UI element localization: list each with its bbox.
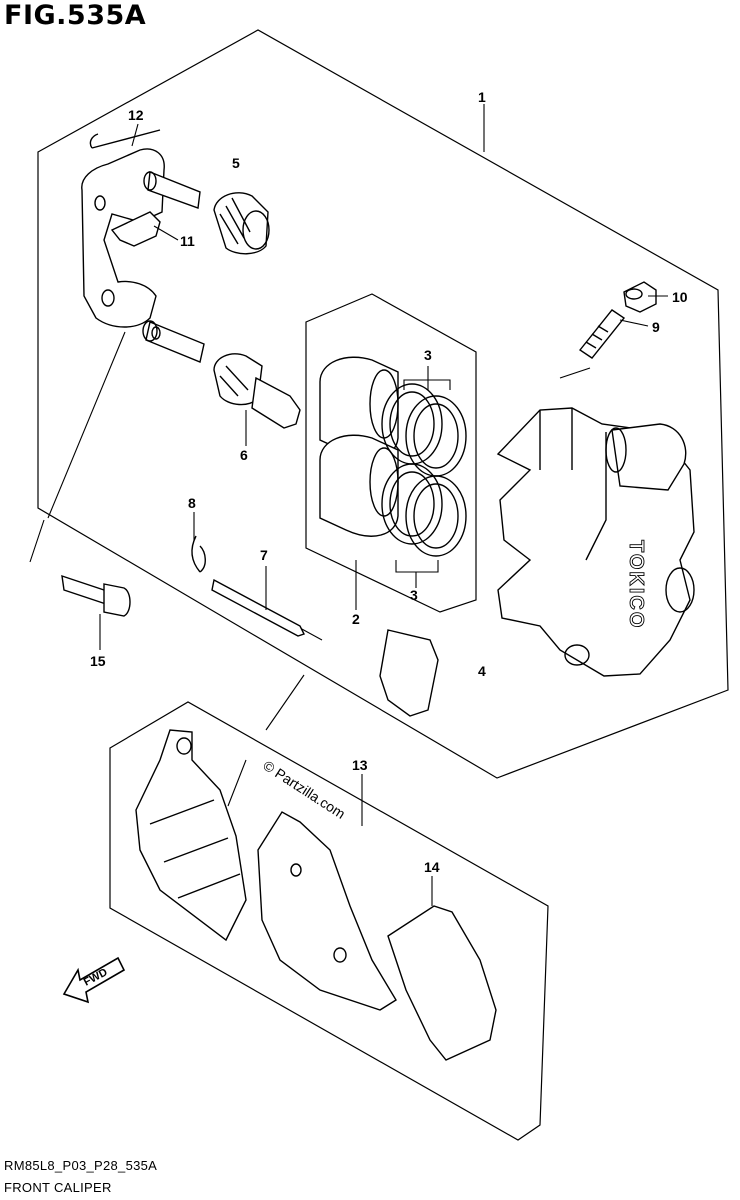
leader-9 [619,319,649,327]
leader-line-bleeder [559,367,591,379]
callout-12: 12 [128,107,144,123]
leader-11 [153,225,179,241]
callout-3-lower: 3 [410,587,418,603]
pad-spring-11 [110,211,161,247]
leader-bracket-3a [403,379,451,390]
callout-9: 9 [652,319,660,335]
callout-13: 13 [352,757,368,773]
leader-12 [131,123,139,147]
caliper-brand-text: TOKICO [625,540,647,629]
boot-6 [213,353,301,429]
leader-bracket-3b [395,560,439,573]
assembly-frame-caliper [37,29,729,779]
callout-14: 14 [424,859,440,875]
assembly-frame-pistons [305,293,477,613]
callout-11: 11 [180,233,195,249]
bleeder-cap-10 [623,281,657,313]
fwd-direction-arrow: FWD [62,956,126,1004]
pad-spring-4 [379,629,439,717]
callout-10: 10 [672,289,688,305]
callout-3-upper: 3 [424,347,432,363]
callout-4: 4 [478,663,486,679]
leader-line-bracket [47,331,126,519]
pad-pin-7 [211,578,305,637]
clip-8 [191,535,206,573]
figure-title: FIG.535A [4,0,147,31]
callout-2: 2 [352,611,360,627]
boot-5 [213,192,270,255]
callout-5: 5 [232,155,240,171]
brake-pad-outer [135,729,247,942]
callout-1: 1 [478,89,486,105]
leader-line-bolt [29,519,45,563]
mounting-bolt-15 [61,574,131,617]
leader-line-pads-2 [265,674,305,731]
figure-code: RM85L8_P03_P28_535A [4,1158,158,1173]
caliper-body [496,407,695,677]
leader-line-pin [299,627,323,641]
watermark-text: © Partzilla.com [260,757,348,822]
leader-line-pads [227,759,247,807]
callout-7: 7 [260,547,268,563]
brake-pad-inner [387,905,497,1061]
piston-upper [319,356,399,459]
caliper-bracket [81,129,205,363]
callout-15: 15 [90,653,106,669]
piston-seal-rings [381,383,467,557]
figure-name: FRONT CALIPER [4,1180,112,1195]
callout-6: 6 [240,447,248,463]
brake-pad-backplate [257,811,397,1011]
callout-8: 8 [188,495,196,511]
bleeder-screw-9 [578,309,626,359]
piston-lower [319,434,399,537]
assembly-frame-pads [109,701,549,1141]
